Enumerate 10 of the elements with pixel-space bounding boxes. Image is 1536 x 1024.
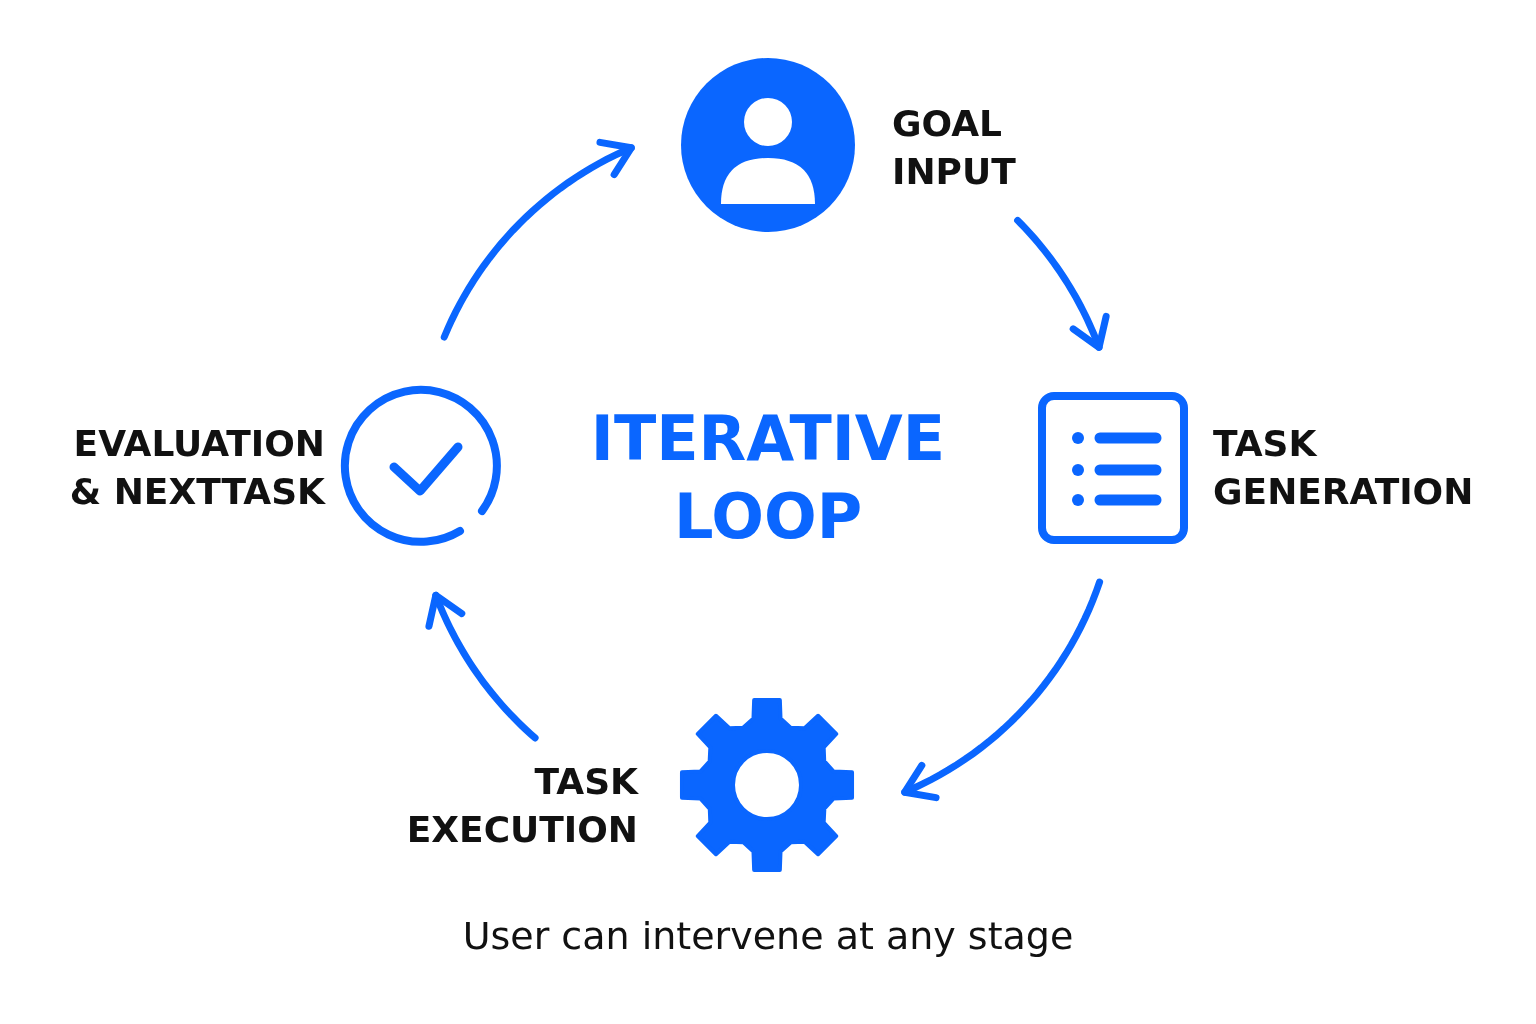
arrow — [1014, 216, 1110, 351]
arrow — [440, 138, 635, 341]
arrow — [901, 578, 1104, 802]
stage-label: GOAL INPUT — [892, 102, 1017, 194]
stage-label: TASK EXECUTION — [405, 760, 638, 852]
caption: User can intervene at any stage — [461, 914, 1075, 958]
center-title: ITERATIVE LOOP — [589, 401, 947, 555]
stage-label: TASK GENERATION — [1213, 422, 1475, 514]
arrow — [425, 591, 539, 742]
stage-label: EVALUATION & NEXTTASK — [68, 422, 325, 514]
